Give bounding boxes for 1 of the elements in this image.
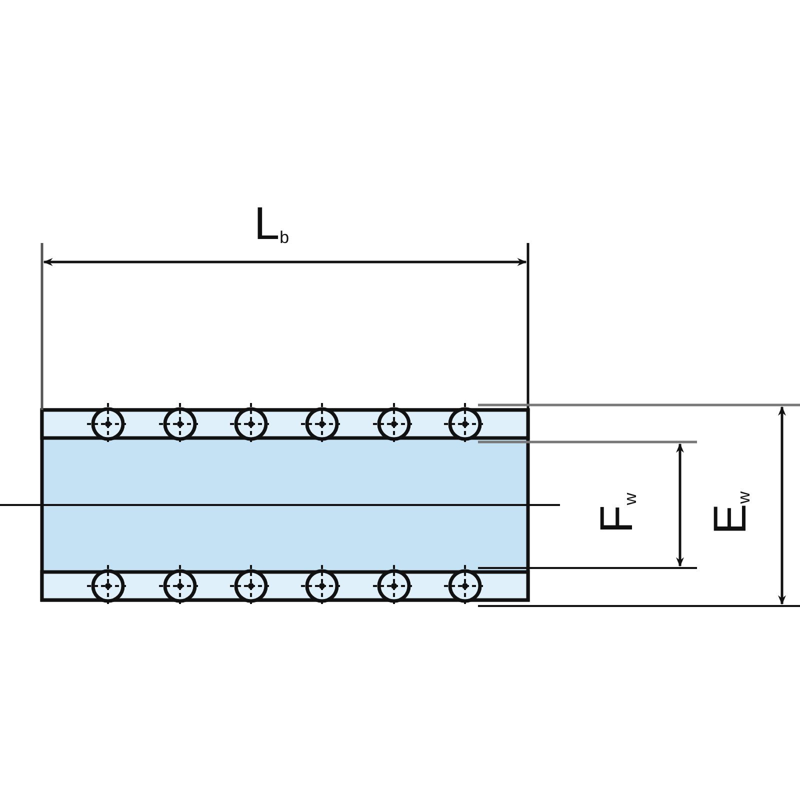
- dimension-label: L$_{b}$: [254, 200, 290, 246]
